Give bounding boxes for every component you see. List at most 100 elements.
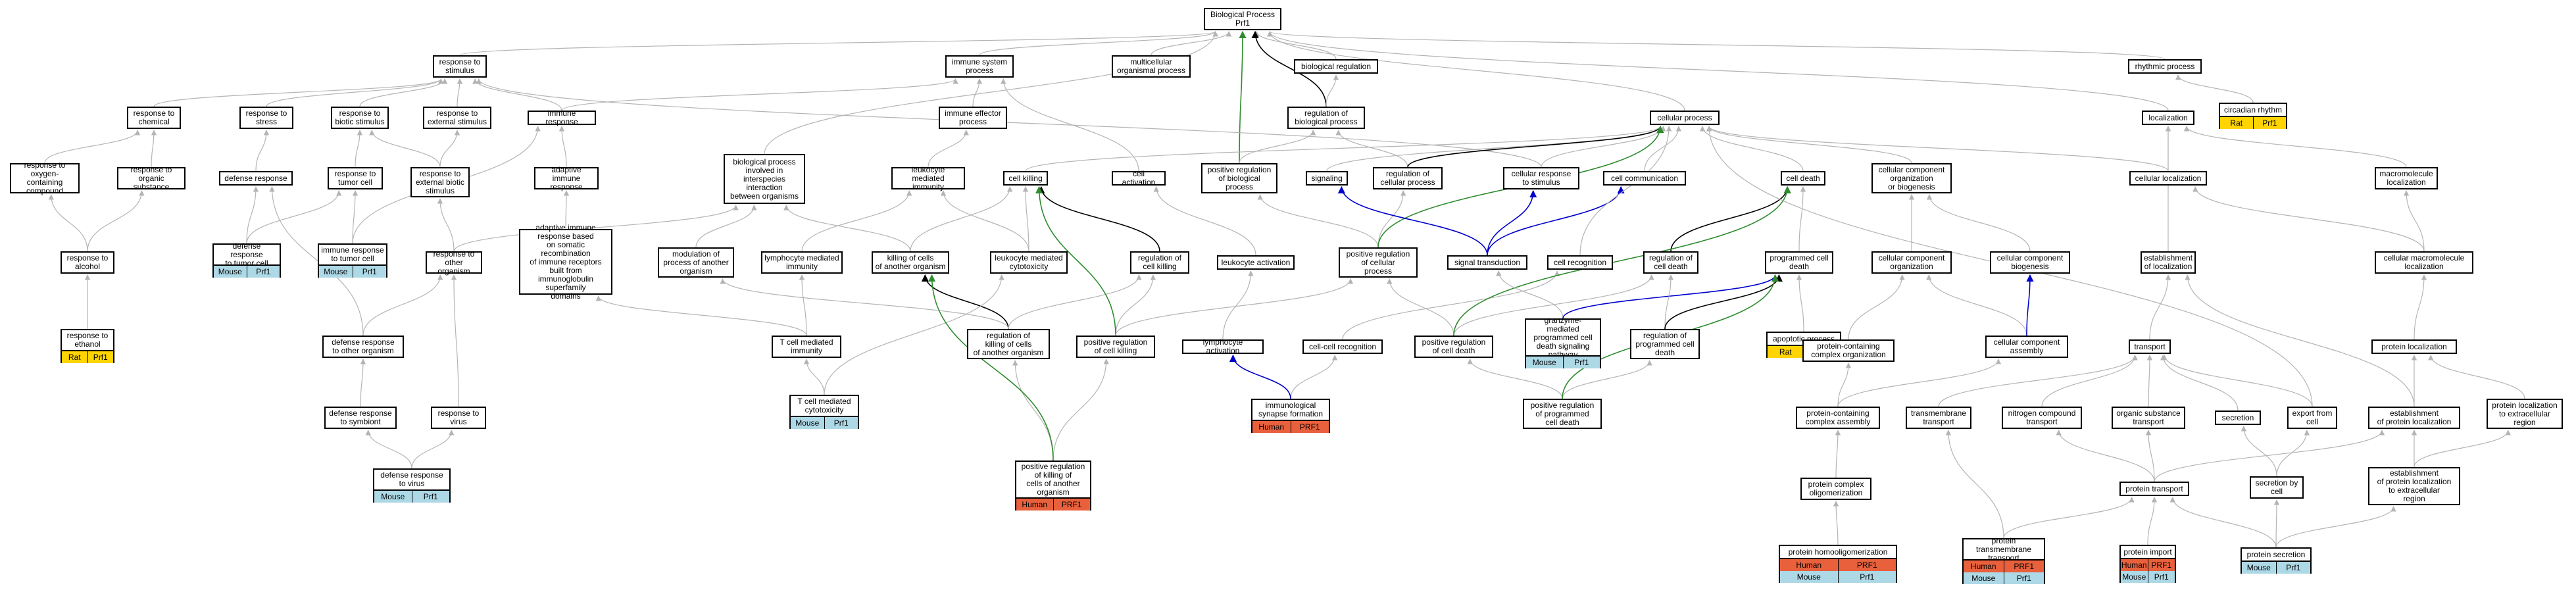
go-term-def-resp[interactable]: defense response [219, 171, 293, 186]
go-term-resp-stim[interactable]: response to stimulus [433, 55, 487, 78]
go-term-pos-reg-prog-cell-death[interactable]: positive regulation of programmed cell d… [1523, 399, 1602, 429]
go-term-rhythmic[interactable]: rhythmic process [2128, 59, 2202, 74]
edge-resp_chem-to-resp_stim [153, 78, 444, 107]
go-term-def-resp-other[interactable]: defense response to other organism [322, 336, 404, 358]
go-term-transport[interactable]: transport [2129, 339, 2171, 354]
go-term-tcell-imm[interactable]: T cell mediated immunity [772, 336, 841, 358]
go-term-resp-other-org[interactable]: response to other organism [426, 249, 482, 275]
go-term-secretion-cell[interactable]: secretion by cell [2250, 476, 2304, 499]
go-term-leuk-act[interactable]: leukocyte activation [1217, 255, 1295, 270]
go-term-cc-org-bio[interactable]: cellular component organization or bioge… [1871, 163, 1952, 193]
go-term-cell-cell-recog[interactable]: cell-cell recognition [1302, 339, 1383, 354]
go-term-localization[interactable]: localization [2142, 111, 2194, 125]
go-term-resp-tumor[interactable]: response to tumor cell [328, 167, 383, 189]
go-term-protein-complex-olig[interactable]: protein complex oligomerization [1800, 478, 1871, 500]
go-term-protein-loc[interactable]: protein localization [2371, 339, 2457, 354]
go-term-killing-other-org[interactable]: killing of cells of another organism [872, 251, 949, 274]
edge-cell_death-to-cell_proc [1699, 126, 1804, 172]
go-term-lymph-act[interactable]: lymphocyte activation [1182, 338, 1264, 355]
go-term-resp-oxy[interactable]: response to oxygen-containing compound [10, 161, 80, 195]
go-term-resp-biotic[interactable]: response to biotic stimulus [331, 107, 389, 129]
go-term-imm-resp[interactable]: immune response [528, 109, 596, 126]
go-term-granzyme[interactable]: granzyme-mediated programmed cell death … [1525, 316, 1601, 368]
go-term-multicell[interactable]: multicellular organismal process [1112, 55, 1191, 78]
go-term-secretion[interactable]: secretion [2215, 411, 2261, 425]
go-term-adapt-imm[interactable]: adaptive immune response [534, 165, 599, 191]
go-term-resp-chem[interactable]: response to chemical [127, 107, 181, 129]
go-term-export[interactable]: export from cell [2287, 407, 2337, 429]
go-term-reg-prog-cell-death[interactable]: regulation of programmed cell death [1630, 329, 1700, 359]
go-term-estab-loc[interactable]: establishment of localization [2141, 251, 2196, 274]
go-term-cc-bio[interactable]: cellular component biogenesis [1990, 251, 2070, 274]
go-term-def-resp-symbiont[interactable]: defense response to symbiont [324, 407, 397, 429]
go-term-pos-reg-cell-death[interactable]: positive regulation of cell death [1414, 336, 1493, 358]
species-label: Rat [1768, 346, 1804, 358]
go-term-imm-sys[interactable]: immune system process [945, 55, 1014, 78]
go-term-cell-loc[interactable]: cellular localization [2129, 171, 2207, 186]
go-term-reg-killing-other[interactable]: regulation of killing of cells of anothe… [967, 329, 1050, 359]
go-term-cell-death[interactable]: cell death [1781, 171, 1825, 186]
go-term-nitrogen[interactable]: nitrogen compound transport [2002, 407, 2082, 429]
edge-cc_bio-to-cc_org_bio [1926, 194, 2031, 252]
go-term-estab-protein-loc-extra[interactable]: establishment of protein localization to… [2368, 467, 2460, 505]
term-label: localization [2142, 111, 2194, 125]
go-term-lymph-med-imm[interactable]: lymphocyte mediated immunity [761, 251, 843, 274]
go-term-cell-killing[interactable]: cell killing [1003, 171, 1048, 186]
go-term-leuk-med-imm[interactable]: leukocyte mediated immunity [891, 165, 965, 191]
go-term-bioreg[interactable]: biological regulation [1294, 59, 1378, 74]
gene-label: PRF1 [1053, 499, 1090, 511]
go-term-prog-cell-death[interactable]: programmed cell death [1765, 251, 1833, 274]
go-term-imm-eff[interactable]: immune effector process [939, 107, 1007, 129]
go-term-resp-alcohol[interactable]: response to alcohol [61, 251, 114, 274]
edge-resp_ext_biotic-to-resp_ext [439, 130, 460, 168]
go-term-reg-cell-proc[interactable]: regulation of cellular process [1373, 167, 1443, 189]
go-term-protein-transport[interactable]: protein transport [2119, 482, 2189, 496]
go-term-pcc-assembly[interactable]: protein-containing complex assembly [1796, 407, 1880, 429]
go-term-reg-cell-killing[interactable]: regulation of cell killing [1130, 251, 1189, 274]
go-term-resp-stress[interactable]: response to stress [239, 107, 293, 129]
term-label: immune effector process [939, 107, 1007, 129]
go-term-leuk-cytotox[interactable]: leukocyte mediated cytotoxicity [990, 251, 1068, 274]
go-term-cell-act[interactable]: cell activation [1112, 170, 1166, 187]
go-term-pos-reg-cell-killing[interactable]: positive regulation of cell killing [1076, 336, 1155, 358]
go-term-pcc-org[interactable]: protein-containing complex organization [1802, 339, 1895, 362]
go-term-bp[interactable]: Biological Process Prf1 [1204, 8, 1281, 30]
go-term-org-sub[interactable]: organic substance transport [2112, 407, 2185, 429]
go-term-cc-assembly[interactable]: cellular component assembly [1985, 336, 2068, 358]
go-term-pos-reg-bp[interactable]: positive regulation of biological proces… [1201, 163, 1277, 193]
go-term-reg-cell-death[interactable]: regulation of cell death [1643, 251, 1698, 274]
go-term-macro-loc[interactable]: macromolecule localization [2375, 167, 2438, 189]
go-term-cell-proc[interactable]: cellular process [1650, 111, 1720, 125]
go-term-mod-other-org[interactable]: modulation of process of another organis… [658, 247, 734, 278]
go-term-sig-trans[interactable]: signal transduction [1447, 255, 1527, 270]
go-term-bp-interspecies[interactable]: biological process involved in interspec… [724, 154, 805, 204]
go-term-resp-org[interactable]: response to organic substance [117, 165, 186, 191]
go-term-protein-loc-extra[interactable]: protein localization to extracellular re… [2487, 399, 2563, 429]
go-term-adapt-imm-somatic[interactable]: adaptive immune response based on somati… [519, 223, 612, 300]
go-term-cell-recog[interactable]: cell recognition [1547, 255, 1613, 270]
go-term-resp-virus[interactable]: response to virus [431, 407, 486, 429]
go-term-pos-reg-killing-other[interactable]: positive regulation of killing of cells … [1015, 461, 1091, 511]
go-term-signaling[interactable]: signaling [1306, 171, 1348, 186]
go-term-transmembrane[interactable]: transmembrane transport [1906, 407, 1971, 429]
go-term-pos-reg-cell-proc[interactable]: positive regulation of cellular process [1339, 247, 1418, 278]
go-term-resp-ext-biotic[interactable]: response to external biotic stimulus [410, 167, 470, 197]
go-term-cell-comm[interactable]: cell communication [1603, 171, 1686, 186]
go-term-cc-org[interactable]: cellular component organization [1871, 251, 1952, 274]
go-term-estab-protein-loc[interactable]: establishment of protein localization [2368, 407, 2460, 429]
go-term-reg-bp[interactable]: regulation of biological process [1287, 107, 1365, 129]
go-term-cell-macro-loc[interactable]: cellular macromolecule localization [2375, 251, 2473, 274]
go-term-cell-resp-stim[interactable]: cellular response to stimulus [1503, 167, 1579, 189]
go-term-resp-ext[interactable]: response to external stimulus [423, 107, 491, 129]
